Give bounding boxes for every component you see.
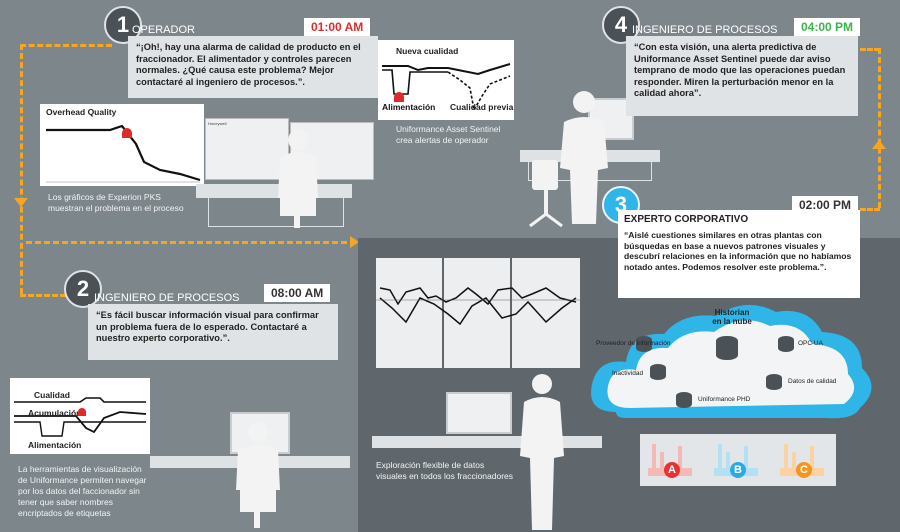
screen-c bbox=[512, 258, 580, 368]
arrow-down-icon bbox=[14, 198, 28, 207]
database-icon bbox=[716, 336, 738, 360]
arrow-right-icon bbox=[350, 236, 359, 248]
alimentacion-label-2: Alimentación bbox=[28, 440, 82, 450]
step-4-badge: 4 bbox=[602, 6, 640, 44]
alarm-icon bbox=[78, 408, 86, 416]
cualidad-previa-label: Cualidad previa bbox=[450, 102, 514, 112]
cloud-node-proveedor: Proveedor de información bbox=[596, 340, 671, 347]
plant-b: B bbox=[714, 442, 758, 480]
step-2-chart: Cualidad Acumulación Alimentación bbox=[10, 378, 150, 454]
plant-a-badge: A bbox=[664, 462, 680, 478]
screen-brand: Honeywell bbox=[208, 121, 227, 126]
cloud-node-phd: Uniformance PHD bbox=[698, 396, 751, 403]
alarm-icon bbox=[122, 128, 132, 138]
connector-bottom bbox=[20, 294, 66, 297]
cloud-node-opc: OPC UA bbox=[798, 340, 823, 347]
screen-a bbox=[376, 258, 442, 368]
overhead-quality-chart: Overhead Quality bbox=[40, 104, 204, 186]
step-3-time: 02:00 PM bbox=[792, 196, 859, 214]
cualidad-label: Cualidad bbox=[34, 390, 70, 400]
expert-silhouette bbox=[520, 374, 564, 530]
cloud-title: Historian en la nube bbox=[708, 308, 756, 326]
plant-c-badge: C bbox=[796, 462, 812, 478]
database-icon bbox=[766, 374, 782, 390]
step-3-quote-box: EXPERTO CORPORATIVO “Aislé cuestiones si… bbox=[618, 210, 860, 298]
desk-1-leg bbox=[208, 198, 344, 227]
sentinel-caption: Uniformance Asset Sentinel crea alertas … bbox=[396, 124, 501, 145]
connector-left bbox=[20, 44, 23, 294]
step-1-role: OPERADOR bbox=[132, 24, 195, 36]
sentinel-panel: Nueva cualidad Alimentación Cualidad pre… bbox=[378, 40, 514, 120]
arrow-up-icon bbox=[872, 140, 886, 149]
acumulacion-label: Acumulación bbox=[28, 408, 82, 418]
database-icon bbox=[676, 392, 692, 408]
step-2-quote: “Es fácil buscar información visual para… bbox=[88, 304, 338, 360]
exploration-monitor bbox=[446, 392, 512, 434]
database-icon bbox=[778, 336, 794, 352]
database-icon bbox=[650, 364, 666, 380]
connector-right-low bbox=[860, 208, 880, 211]
alarm-icon bbox=[394, 92, 404, 102]
exploration-screens bbox=[376, 258, 580, 368]
engineer-silhouette bbox=[560, 91, 608, 224]
visualization-caption: La herramientas de visualización de Unif… bbox=[18, 464, 147, 518]
cloud-node-calidad: Datos de calidad bbox=[788, 378, 837, 385]
operator-silhouette bbox=[278, 130, 318, 228]
exploration-caption: Exploración flexible de datos visuales e… bbox=[376, 460, 514, 481]
step-3-quote: “Aislé cuestiones similares en otras pla… bbox=[624, 230, 852, 272]
nueva-cualidad-label: Nueva cualidad bbox=[396, 46, 459, 56]
connector-top bbox=[20, 44, 112, 47]
chair-icon bbox=[529, 160, 563, 228]
step-4-quote: “Con esta visión, una alerta predictiva … bbox=[626, 36, 858, 116]
plant-b-badge: B bbox=[730, 462, 746, 478]
step-2-role: INGENIERO DE PROCESOS bbox=[94, 292, 240, 304]
connector-right bbox=[878, 48, 881, 208]
screen-b bbox=[444, 258, 510, 368]
cloud-title-2: en la nube bbox=[712, 317, 752, 326]
step-4-role: INGENIERO DE PROCESOS bbox=[632, 24, 778, 36]
cloud-node-inactividad: Inactividad bbox=[612, 370, 644, 377]
step-2-badge: 2 bbox=[64, 270, 102, 308]
step-2-time: 08:00 AM bbox=[264, 284, 331, 302]
alimentacion-label: Alimentación bbox=[382, 102, 436, 112]
plant-a: A bbox=[648, 442, 692, 480]
database-icon bbox=[636, 336, 652, 352]
plant-c: C bbox=[780, 442, 824, 480]
connector-right-top bbox=[860, 48, 880, 51]
engineer-2-silhouette bbox=[236, 422, 280, 528]
experion-caption: Los gráficos de Experion PKS muestran el… bbox=[48, 192, 184, 213]
plants-panel: A B C bbox=[640, 434, 836, 486]
connector-mid bbox=[26, 241, 356, 244]
step-3-role: EXPERTO CORPORATIVO bbox=[624, 214, 749, 225]
screen-1: Honeywell bbox=[205, 118, 289, 180]
overhead-quality-title: Overhead Quality bbox=[46, 107, 117, 117]
step-4-time: 04:00 PM bbox=[794, 18, 861, 36]
step-1-quote: “¡Oh!, hay una alarma de calidad de prod… bbox=[128, 36, 378, 98]
step-1-time: 01:00 AM bbox=[304, 18, 371, 36]
cloud-title-1: Historian bbox=[714, 308, 750, 317]
